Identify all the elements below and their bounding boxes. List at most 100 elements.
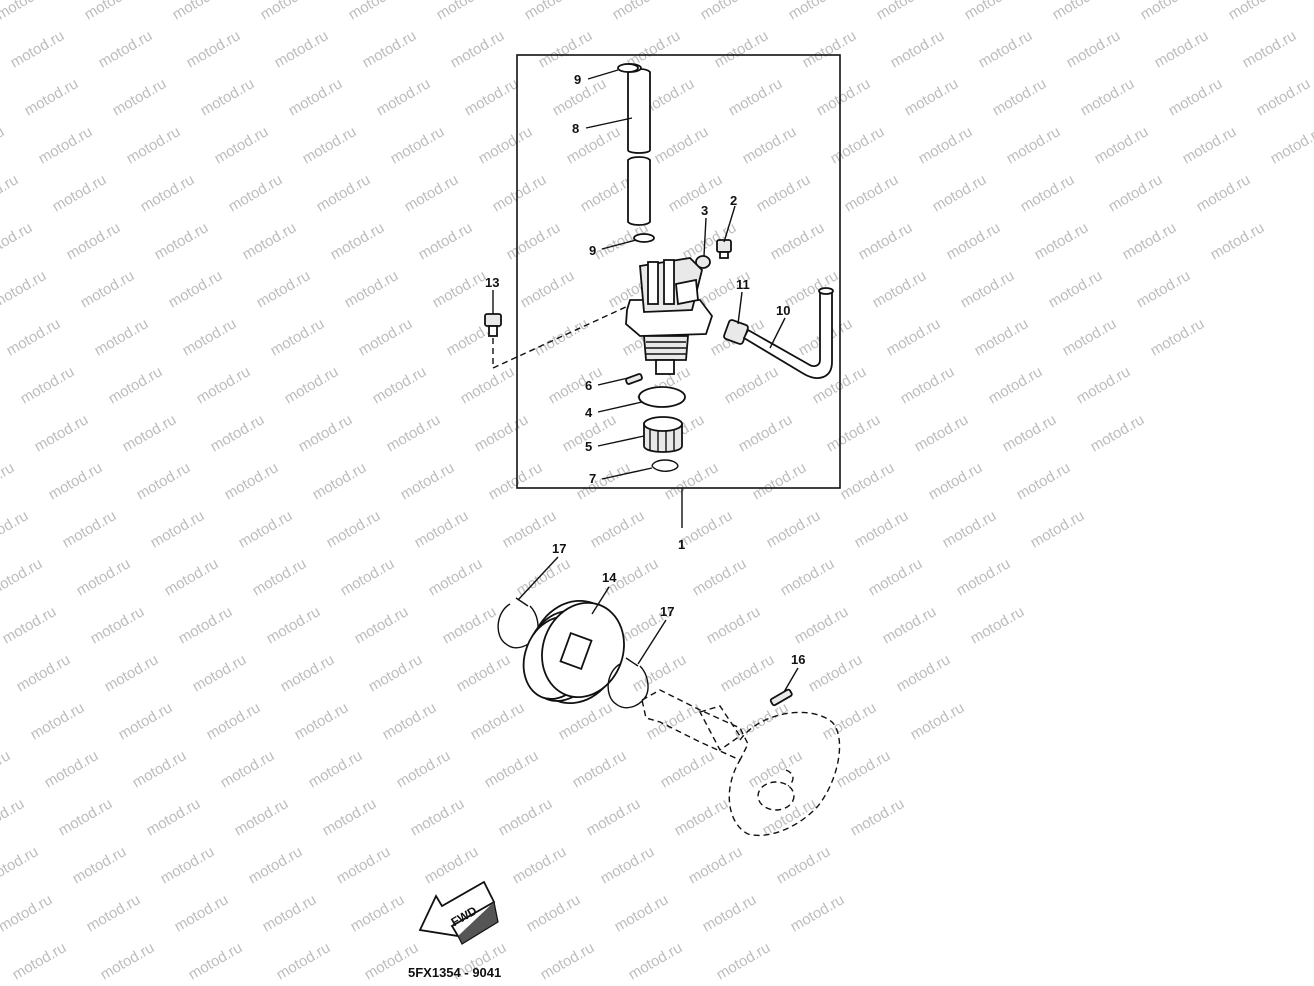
watermark-text: motod.ru [18,363,78,407]
watermark-text: motod.ru [124,123,184,167]
watermark-text: motod.ru [598,843,658,887]
watermark-text: motod.ru [208,411,268,455]
assembly-frame [516,54,841,489]
watermark-text: motod.ru [306,747,366,791]
watermark-text: motod.ru [0,507,31,551]
watermark-text: motod.ru [476,123,536,167]
watermark-text: motod.ru [732,699,792,743]
watermark-text: motod.ru [194,363,254,407]
watermark-text: motod.ru [968,603,1028,647]
callout-14: 14 [602,570,617,585]
watermark-text: motod.ru [792,603,852,647]
watermark-text: motod.ru [0,123,7,167]
watermark-text: motod.ru [824,411,884,455]
watermark-text: motod.ru [92,315,152,359]
watermark-text: motod.ru [22,75,82,119]
watermark-text: motod.ru [180,315,240,359]
bolt-part-13 [484,313,502,337]
watermark-text: motod.ru [184,27,244,71]
watermark-text: motod.ru [1000,411,1060,455]
watermark-text: motod.ru [158,843,218,887]
watermark-text: motod.ru [940,507,1000,551]
watermark-text: motod.ru [704,603,764,647]
watermark-text: motod.ru [440,603,500,647]
watermark-text: motod.ru [408,795,468,839]
watermark-text: motod.ru [768,219,828,263]
watermark-text: motod.ru [1064,27,1124,71]
watermark-text: motod.ru [148,507,208,551]
watermark-text: motod.ru [0,267,49,311]
watermark-text: motod.ru [1004,123,1064,167]
watermark-text: motod.ru [430,267,490,311]
watermark-text: motod.ru [342,267,402,311]
watermark-text: motod.ru [0,555,45,599]
watermark-text: motod.ru [612,891,672,935]
watermark-text: motod.ru [78,267,138,311]
watermark-text: motod.ru [84,891,144,935]
watermark-text: motod.ru [422,843,482,887]
watermark-text: motod.ru [458,363,518,407]
watermark-text: motod.ru [518,267,578,311]
pin-part-16 [769,688,793,707]
watermark-text: motod.ru [686,843,746,887]
watermark-text: motod.ru [848,795,908,839]
gear-part-5 [643,416,683,453]
watermark-text: motod.ru [788,891,848,935]
watermark-text: motod.ru [750,459,810,503]
watermark-text: motod.ru [14,651,74,695]
watermark-text: motod.ru [468,699,528,743]
watermark-text: motod.ru [274,939,334,983]
watermark-text: motod.ru [472,411,532,455]
watermark-text: motod.ru [8,27,68,71]
callout-17-right: 17 [660,604,674,619]
watermark-text: motod.ru [1106,171,1166,215]
watermark-text: motod.ru [690,555,750,599]
watermark-text: motod.ru [1014,459,1074,503]
hose-part-8 [618,63,651,226]
watermark-text: motod.ru [990,75,1050,119]
watermark-text: motod.ru [56,795,116,839]
watermark-text: motod.ru [774,843,834,887]
crankshaft-outline [641,689,841,837]
watermark-text: motod.ru [264,603,324,647]
callout-9-lower: 9 [589,243,596,258]
watermark-text: motod.ru [1046,267,1106,311]
watermark-text: motod.ru [698,0,758,23]
callout-4: 4 [585,405,593,420]
watermark-text: motod.ru [712,27,772,71]
watermark-text: motod.ru [786,0,846,23]
watermark-text: motod.ru [1088,411,1148,455]
watermark-text: motod.ru [170,0,230,23]
watermark-text: motod.ru [0,459,17,503]
watermark-text: motod.ru [292,699,352,743]
watermark-text: motod.ru [740,123,800,167]
watermark-text: motod.ru [32,411,92,455]
watermark-text: motod.ru [0,843,41,887]
watermark-text: motod.ru [1050,0,1110,23]
watermark-text: motod.ru [754,171,814,215]
watermark-text: motod.ru [388,123,448,167]
watermark-text: motod.ru [1018,171,1078,215]
watermark-text: motod.ru [570,747,630,791]
watermark-text: motod.ru [944,219,1004,263]
watermark-text: motod.ru [1060,315,1120,359]
watermark-text: motod.ru [70,843,130,887]
watermark-text: motod.ru [714,939,774,983]
watermark-text: motod.ru [1074,363,1134,407]
watermark-text: motod.ru [0,603,59,647]
watermark-text: motod.ru [764,507,824,551]
watermark-text: motod.ru [42,747,102,791]
watermark-text: motod.ru [212,123,272,167]
callout-3: 3 [701,203,708,218]
watermark-text: motod.ru [346,0,406,23]
watermark-text: motod.ru [1092,123,1152,167]
watermark-text: motod.ru [1152,27,1212,71]
watermark-text: motod.ru [1120,219,1180,263]
watermark-text: motod.ru [130,747,190,791]
watermark-text: motod.ru [800,27,860,71]
watermark-text: motod.ru [96,27,156,71]
watermark-text: motod.ru [842,171,902,215]
watermark-text: motod.ru [282,363,342,407]
clip-part-9-lower [633,233,655,243]
o-ring-part-4 [638,386,686,408]
